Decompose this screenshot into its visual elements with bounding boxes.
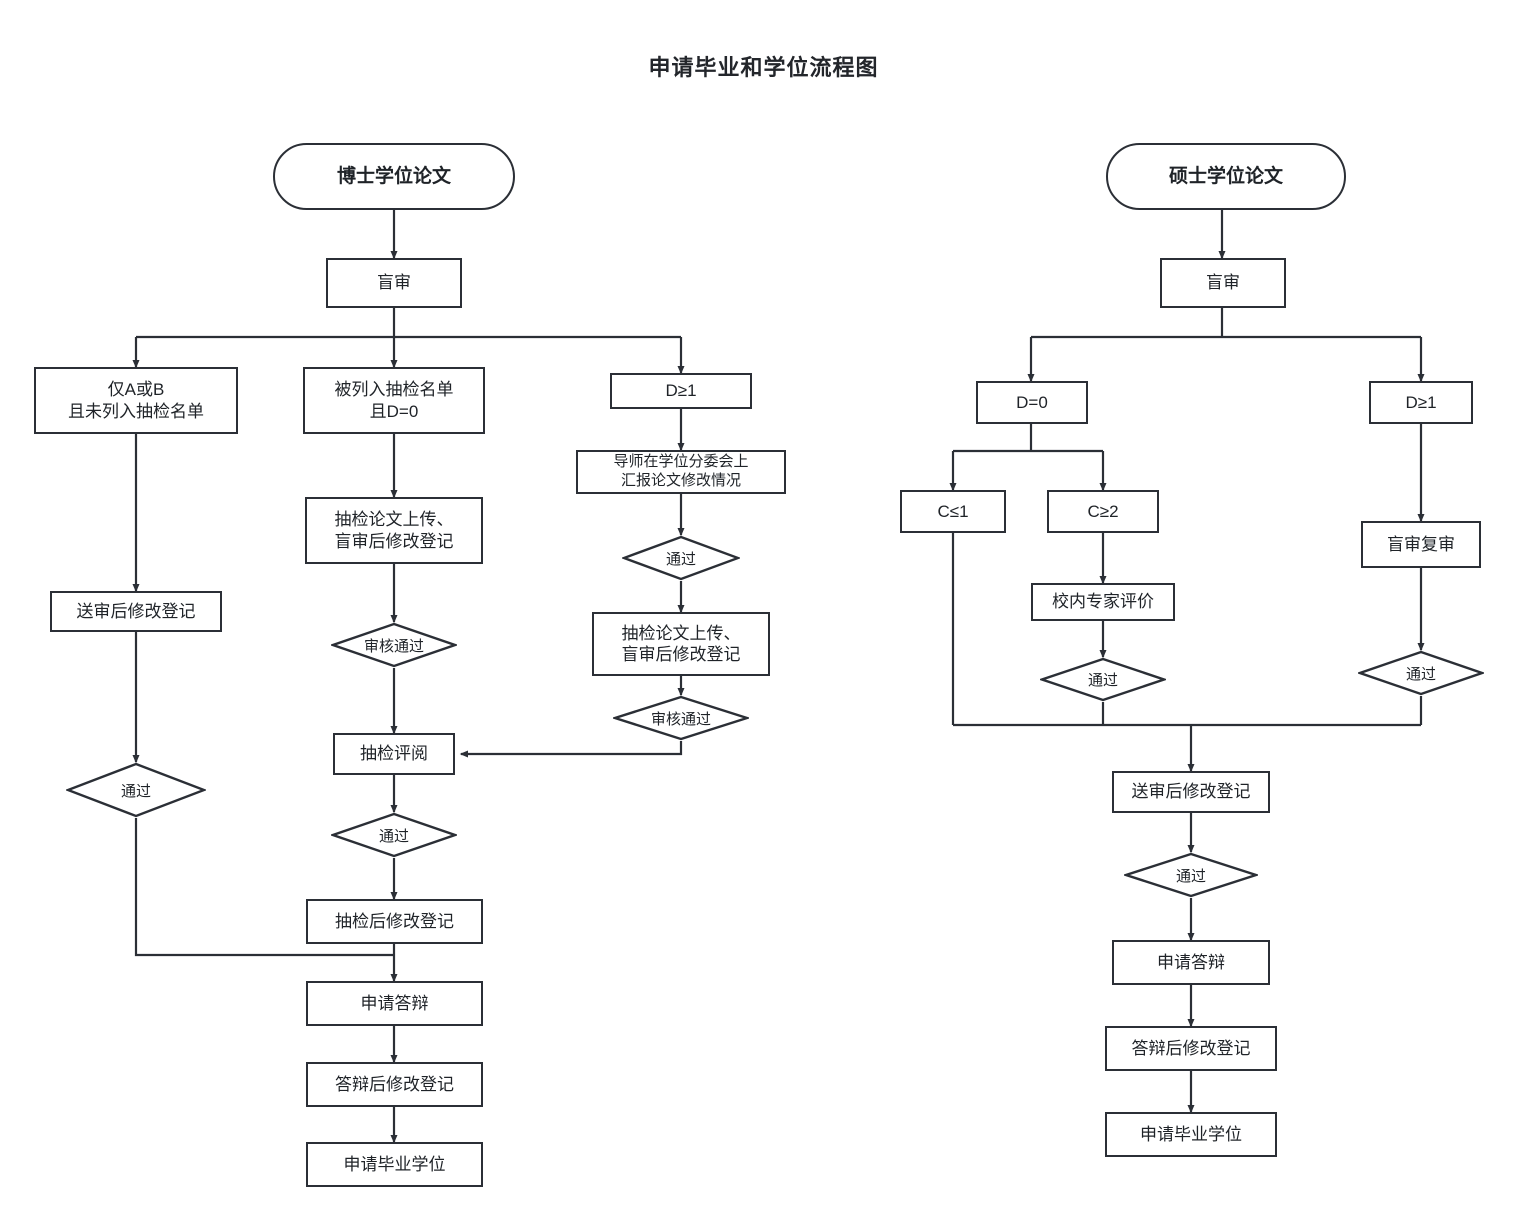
node-master-apply-degree[interactable]: 申请毕业学位 bbox=[1105, 1112, 1277, 1157]
node-master-after-defense[interactable]: 答辩后修改登记 bbox=[1105, 1026, 1277, 1071]
node-doctoral-blind-review[interactable]: 盲审 bbox=[326, 258, 462, 308]
node-master-start[interactable]: 硕士学位论文 bbox=[1106, 143, 1346, 210]
node-doctoral-branch-c-step1[interactable]: 导师在学位分委会上 汇报论文修改情况 bbox=[576, 450, 786, 494]
node-doctoral-branch-b-step1[interactable]: 抽检论文上传、 盲审后修改登记 bbox=[305, 497, 483, 564]
node-doctoral-apply-defense[interactable]: 申请答辩 bbox=[306, 981, 483, 1026]
node-doctoral-after-spot-check[interactable]: 抽检后修改登记 bbox=[306, 899, 483, 944]
node-master-branch-d0-sub-c2[interactable]: C≥2 bbox=[1047, 490, 1159, 533]
node-master-branch-d0-sub-c1[interactable]: C≤1 bbox=[900, 490, 1006, 533]
node-doctoral-branch-b-condition[interactable]: 被列入抽检名单 且D=0 bbox=[303, 367, 485, 434]
node-doctoral-spot-check-review[interactable]: 抽检评阅 bbox=[333, 733, 455, 775]
node-master-branch-d1-condition[interactable]: D≥1 bbox=[1369, 381, 1473, 424]
node-master-blind-recheck[interactable]: 盲审复审 bbox=[1361, 521, 1481, 568]
node-master-branch-d0-condition[interactable]: D=0 bbox=[976, 381, 1088, 424]
node-doctoral-branch-a-condition[interactable]: 仅A或B 且未列入抽检名单 bbox=[34, 367, 238, 434]
node-doctoral-branch-c-step2[interactable]: 抽检论文上传、 盲审后修改登记 bbox=[592, 612, 770, 676]
node-master-blind-review[interactable]: 盲审 bbox=[1160, 258, 1286, 308]
node-doctoral-after-defense[interactable]: 答辩后修改登记 bbox=[306, 1062, 483, 1107]
node-doctoral-branch-a-step1[interactable]: 送审后修改登记 bbox=[50, 591, 222, 632]
node-master-after-submit[interactable]: 送审后修改登记 bbox=[1112, 771, 1270, 813]
node-doctoral-apply-degree[interactable]: 申请毕业学位 bbox=[306, 1142, 483, 1187]
node-master-internal-expert-review[interactable]: 校内专家评价 bbox=[1031, 583, 1175, 621]
page-title: 申请毕业和学位流程图 bbox=[648, 55, 879, 80]
node-master-apply-defense[interactable]: 申请答辩 bbox=[1112, 940, 1270, 985]
node-doctoral-start[interactable]: 博士学位论文 bbox=[273, 143, 515, 210]
node-doctoral-branch-c-condition[interactable]: D≥1 bbox=[610, 373, 752, 409]
